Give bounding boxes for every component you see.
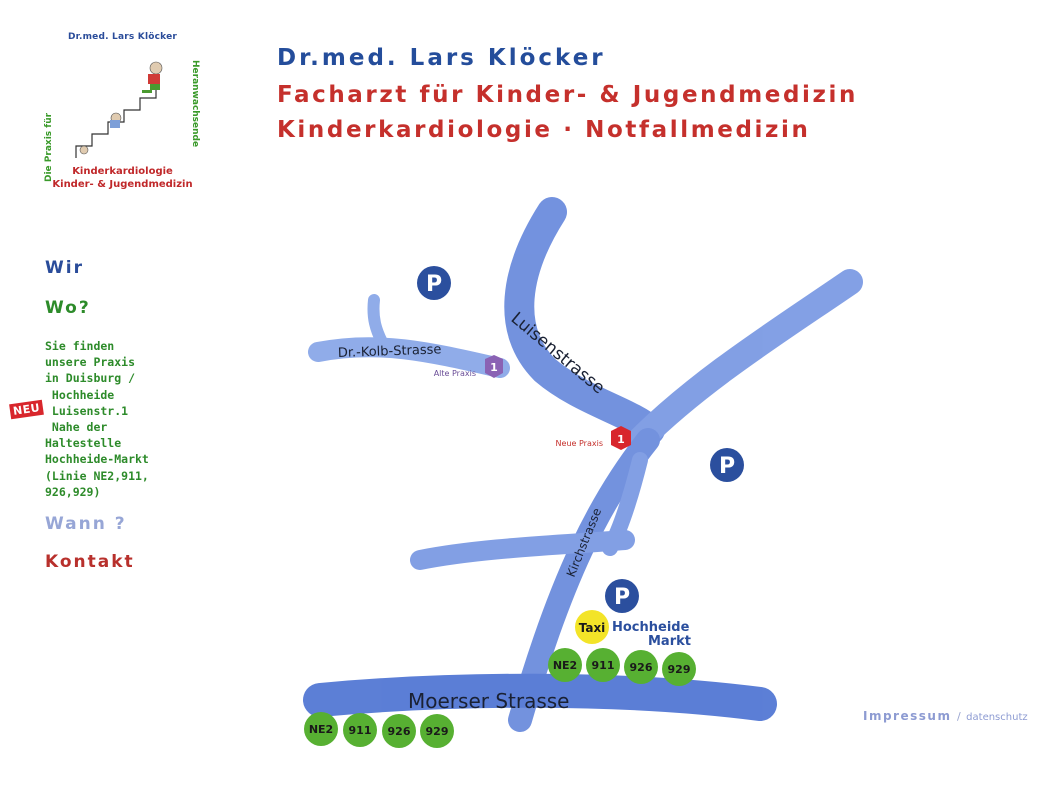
nav-link-kontakt[interactable]: Kontakt	[45, 552, 135, 572]
parking-icon: P	[605, 579, 639, 613]
parking-symbol: P	[719, 454, 735, 479]
new-practice-label: Neue Praxis	[556, 439, 603, 448]
bus-line-label: 911	[349, 724, 372, 737]
logo-specialty-line-1: Kinderkardiologie	[72, 166, 173, 177]
page-subtitle: Facharzt für Kinder- & Jugendmedizin	[277, 82, 858, 108]
bus-line-badge: 911	[586, 648, 620, 682]
page-title: Dr.med. Lars Klöcker	[277, 45, 606, 71]
location-line: Hochheide-Markt	[45, 452, 149, 467]
location-line: Luisenstr.1	[45, 403, 129, 418]
bus-line-label: 926	[630, 661, 653, 674]
bus-line-badge: 929	[420, 714, 454, 748]
stairs-illustration	[75, 61, 163, 158]
location-line: unsere Praxis	[45, 355, 136, 370]
street-diagonal	[627, 269, 863, 453]
old-practice-marker: 1	[485, 355, 503, 378]
bus-line-badge: 926	[624, 650, 658, 684]
location-line: in Duisburg /	[45, 371, 136, 386]
street-moerser	[303, 673, 777, 721]
footer: Impressum / datenschutz	[863, 709, 1028, 723]
stop-name-line-2: Markt	[648, 634, 691, 649]
page-specialties: Kinderkardiologie · Notfallmedizin	[277, 117, 811, 143]
parking-icon: P	[417, 266, 451, 300]
parking-symbol: P	[426, 272, 442, 297]
location-line: Sie finden	[45, 339, 115, 353]
bus-line-label: NE2	[309, 723, 333, 736]
practice-logo: Dr.med. Lars Klöcker Die Praxis für Hera…	[40, 28, 205, 198]
bus-line-badge: NE2	[304, 712, 338, 746]
location-line: Haltestelle	[45, 436, 122, 451]
nav-link-wir[interactable]: Wir	[45, 258, 84, 278]
bus-stop-top: NE2 911 926 929	[548, 648, 696, 686]
impressum-link[interactable]: Impressum	[863, 709, 952, 723]
location-line: Hochheide	[45, 387, 115, 402]
bus-line-label: 929	[668, 663, 691, 676]
old-practice-number: 1	[490, 361, 498, 374]
old-practice-label: Alte Praxis	[434, 369, 476, 378]
taxi-label: Taxi	[579, 621, 606, 635]
logo-specialty-line-2: Kinder- & Jugendmedizin	[52, 179, 193, 190]
street-kolb	[308, 337, 510, 378]
new-practice-marker: 1	[611, 426, 631, 450]
taxi-icon: Taxi	[575, 610, 609, 644]
bus-line-badge: 911	[343, 713, 377, 747]
nav-link-wann[interactable]: Wann ?	[45, 514, 127, 534]
bus-stop-bottom: NE2 911 926 929	[304, 712, 454, 748]
new-practice-number: 1	[617, 433, 625, 446]
location-line: (Linie NE2,911,	[45, 468, 149, 483]
street-kolb-branch	[367, 294, 388, 348]
parking-symbol: P	[614, 585, 630, 610]
street-network	[303, 197, 863, 732]
street-label-kolb: Dr.-Kolb-Strasse	[338, 342, 442, 361]
bus-line-label: 926	[388, 725, 411, 738]
datenschutz-link[interactable]: datenschutz	[966, 712, 1028, 723]
location-line: 926,929)	[45, 484, 101, 499]
bus-line-badge: 926	[382, 714, 416, 748]
street-luisen	[504, 197, 665, 445]
nav-link-wo[interactable]: Wo?	[45, 298, 91, 318]
bus-line-label: 911	[592, 659, 615, 672]
street-label-moerser: Moerser Strasse	[408, 689, 569, 713]
footer-separator: /	[956, 710, 961, 723]
parking-icon: P	[710, 448, 744, 482]
stop-name-line-1: Hochheide	[612, 620, 690, 635]
street-cross	[410, 530, 635, 570]
logo-doctor-name: Dr.med. Lars Klöcker	[67, 32, 178, 42]
bus-line-label: 929	[426, 725, 449, 738]
bus-line-label: NE2	[553, 659, 577, 672]
location-description: Sie finden unsere Praxis in Duisburg / H…	[45, 338, 205, 500]
bus-line-badge: 929	[662, 652, 696, 686]
location-line: Nahe der	[45, 420, 108, 435]
bus-line-badge: NE2	[548, 648, 582, 682]
